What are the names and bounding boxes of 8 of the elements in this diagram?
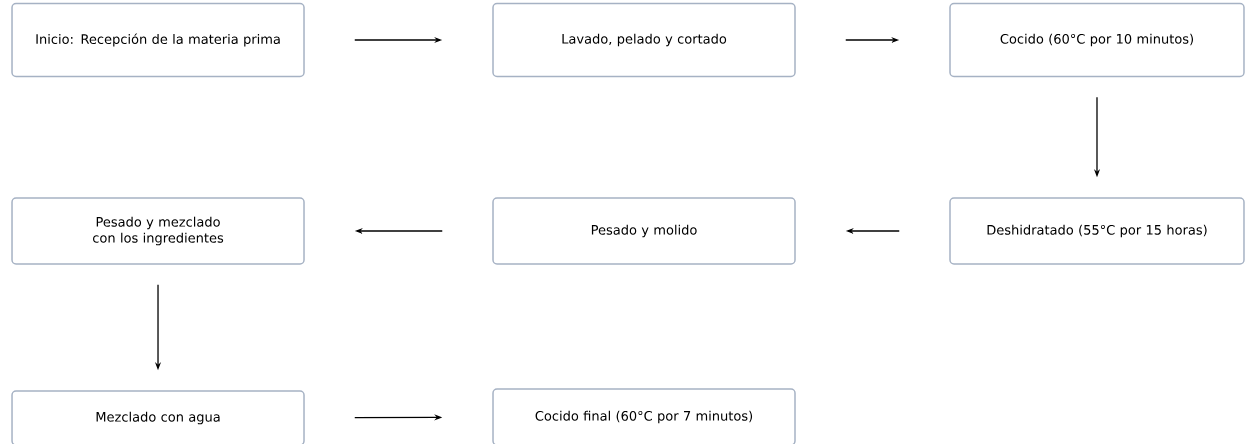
process-box: Cocido final (60°C por 7 minutos) xyxy=(492,388,796,444)
process-box: Mezclado con agua xyxy=(11,390,305,444)
process-box: Inicio: Recepción de la materia prima xyxy=(11,2,305,78)
process-box: Lavado, pelado y cortado xyxy=(492,2,796,78)
process-box: Deshidratado (55°C por 15 horas) xyxy=(949,197,1245,265)
process-box: Cocido (60°C por 10 minutos) xyxy=(949,2,1245,78)
process-box: Pesado y molido xyxy=(492,197,796,265)
process-box: Pesado y mezclado con los ingredientes xyxy=(11,197,305,265)
